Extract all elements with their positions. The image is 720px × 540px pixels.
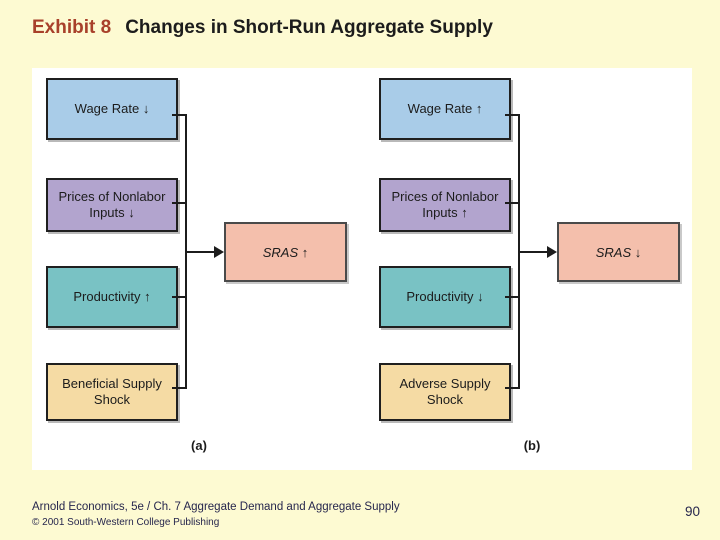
connector-trunk-line: [518, 114, 520, 389]
page-number: 90: [684, 504, 700, 519]
factor-box-wage-rate-up: Wage Rate ↑: [379, 78, 511, 140]
connector-line: [172, 387, 187, 389]
connector-line: [505, 296, 520, 298]
factor-box-wage-rate-down: Wage Rate ↓: [46, 78, 178, 140]
arrow-head-icon: [547, 246, 557, 258]
factor-box-nonlabor-inputs-down: Prices of Nonlabor Inputs ↓: [46, 178, 178, 232]
connector-line: [172, 202, 187, 204]
factor-box-productivity-up: Productivity ↑: [46, 266, 178, 328]
panel-b-group: Wage Rate ↑ Prices of Nonlabor Inputs ↑ …: [367, 68, 697, 470]
panel-a-label: (a): [191, 438, 207, 453]
factor-box-beneficial-supply-shock: Beneficial Supply Shock: [46, 363, 178, 421]
connector-line: [505, 202, 520, 204]
footer-copyright: © 2001 South-Western College Publishing: [32, 517, 220, 528]
exhibit-number: Exhibit 8: [32, 17, 112, 38]
connector-line: [505, 387, 520, 389]
connector-line: [505, 114, 520, 116]
factor-box-nonlabor-inputs-up: Prices of Nonlabor Inputs ↑: [379, 178, 511, 232]
factor-box-adverse-supply-shock: Adverse Supply Shock: [379, 363, 511, 421]
diagram-panel: Wage Rate ↓ Prices of Nonlabor Inputs ↓ …: [32, 68, 692, 470]
arrow-shaft: [520, 251, 548, 253]
arrow-head-icon: [214, 246, 224, 258]
panel-a-group: Wage Rate ↓ Prices of Nonlabor Inputs ↓ …: [34, 68, 364, 470]
title-text: Changes in Short-Run Aggregate Supply: [125, 17, 493, 38]
result-box-sras-up: SRAS ↑: [224, 222, 347, 282]
connector-line: [172, 296, 187, 298]
slide-title: Exhibit 8 Changes in Short-Run Aggregate …: [32, 17, 493, 39]
footer-book-reference: Arnold Economics, 5e / Ch. 7 Aggregate D…: [32, 501, 400, 513]
panel-b-label: (b): [523, 438, 541, 453]
factor-box-productivity-down: Productivity ↓: [379, 266, 511, 328]
result-box-sras-down: SRAS ↓: [557, 222, 680, 282]
connector-trunk-line: [185, 114, 187, 389]
arrow-shaft: [187, 251, 215, 253]
connector-line: [172, 114, 187, 116]
